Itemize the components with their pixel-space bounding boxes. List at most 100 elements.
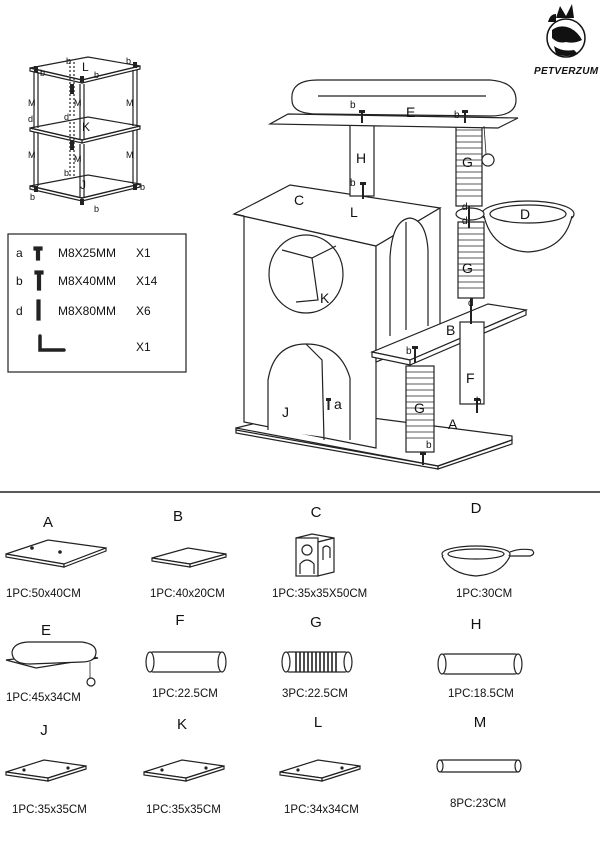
part-h-icon [437, 653, 523, 675]
post-g-middle [457, 221, 485, 299]
label-g: G [462, 260, 473, 276]
label-b-screw: b [350, 178, 356, 189]
hardware-d-qty: X6 [136, 304, 151, 318]
basket-d [455, 200, 575, 253]
label-b: B [446, 322, 456, 338]
frame-label-j: J [80, 178, 86, 192]
label-k: K [320, 290, 330, 306]
part-m-icon [436, 759, 522, 773]
part-b-icon [151, 547, 227, 568]
label-d: D [520, 206, 531, 222]
label-a: A [448, 416, 458, 432]
frame-label-m: M [28, 150, 36, 160]
frame-label-m: M [28, 98, 36, 108]
screw-a-icon [33, 246, 43, 261]
label-l: L [350, 204, 358, 220]
hardware-a-qty: X1 [136, 246, 151, 260]
label-b-screw: b [426, 440, 432, 451]
part-b-label: B [172, 508, 183, 525]
label-b-screw: b [350, 100, 356, 111]
part-k-icon [143, 759, 225, 782]
label-e: E [406, 104, 416, 120]
frame-label-b: b [94, 70, 100, 80]
part-a-label: A [42, 514, 53, 531]
toy-ball [481, 153, 495, 167]
hardware-legend-box [7, 233, 187, 373]
label-b-screw: b [406, 346, 412, 357]
label-c: C [294, 192, 305, 208]
label-d-screw: d [462, 202, 468, 213]
part-k-label: K [176, 716, 187, 733]
label-g: G [462, 154, 473, 170]
part-b-desc: 1PC:40x20CM [150, 588, 225, 600]
cat-tree-assembly [232, 79, 575, 470]
part-a-icon [5, 539, 107, 568]
label-d-screw: d [462, 216, 468, 227]
part-e-label: E [40, 622, 51, 639]
screw-d-icon [36, 299, 41, 321]
frame-label-b: b [40, 68, 46, 78]
part-e-icon [5, 641, 99, 687]
part-m-label: M [473, 714, 487, 731]
part-f-label: F [175, 612, 185, 629]
frame-label-d: d [64, 112, 70, 122]
part-h-desc: 1PC:18.5CM [448, 688, 514, 700]
label-g: G [414, 400, 425, 416]
hardware-d-spec: M8X80MM [58, 304, 117, 318]
part-c-label: C [310, 504, 322, 521]
part-j-label: J [40, 722, 48, 739]
part-k-desc: 1PC:35x35CM [146, 804, 221, 816]
label-a-screw: a [334, 396, 342, 412]
label-f: F [466, 370, 475, 386]
part-e-desc: 1PC:45x34CM [6, 692, 81, 704]
brand-logo [546, 4, 586, 58]
frame-label-l: L [82, 60, 89, 74]
part-g-desc: 3PC:22.5CM [282, 688, 348, 700]
part-h-label: H [470, 616, 482, 633]
top-bed-e [267, 79, 519, 129]
frame-label-m: M [74, 154, 82, 164]
part-d-icon [441, 545, 535, 577]
label-b-screw: b [454, 110, 460, 121]
part-g-icon [281, 651, 353, 673]
hardware-b-qty: X14 [136, 274, 158, 288]
part-l-icon [279, 759, 361, 782]
frame-label-m: M [126, 98, 134, 108]
allen-key-icon [38, 334, 66, 352]
label-d-screw: d [468, 298, 474, 309]
hardware-a-key: a [16, 246, 23, 260]
part-c-icon [295, 533, 335, 577]
frame-label-b: b [64, 168, 70, 178]
part-l-label: L [313, 714, 323, 731]
label-b-screw: b [476, 396, 482, 407]
screw-b-icon [34, 270, 44, 291]
part-f-icon [145, 651, 227, 673]
part-c-desc: 1PC:35x35X50CM [272, 588, 368, 600]
frame-label-b: b [140, 182, 146, 192]
hardware-a-spec: M8X25MM [58, 246, 117, 260]
frame-label-b: b [94, 204, 100, 214]
part-l-desc: 1PC:34x34CM [284, 804, 359, 816]
frame-label-b: b [66, 56, 72, 66]
frame-label-k: K [82, 120, 91, 134]
hardware-d-key: d [16, 304, 23, 318]
frame-label-m: M [126, 150, 134, 160]
post-f [459, 321, 485, 405]
hardware-b-spec: M8X40MM [58, 274, 117, 288]
frame-label-m: M [74, 98, 82, 108]
hardware-b-key: b [16, 274, 23, 288]
part-j-desc: 1PC:35x35CM [12, 804, 87, 816]
label-h: H [356, 150, 367, 166]
part-d-label: D [470, 500, 482, 517]
label-j: J [282, 404, 289, 420]
frame-diagram [29, 56, 141, 205]
part-d-desc: 1PC:30CM [456, 588, 513, 600]
hardware-key-qty: X1 [136, 340, 151, 354]
frame-label-d: d [28, 114, 34, 124]
part-g-label: G [310, 614, 322, 631]
frame-label-b: b [30, 192, 36, 202]
brand-name: PETVERZUM [534, 66, 599, 77]
frame-label-b: b [126, 56, 132, 66]
part-m-desc: 8PC:23CM [450, 798, 507, 810]
